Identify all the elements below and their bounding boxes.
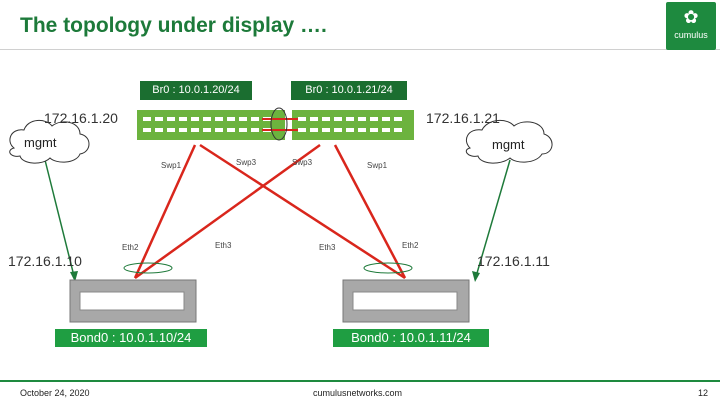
- left-swp3-label: Swp3: [236, 158, 257, 167]
- left-server-bond-ring: [123, 262, 173, 274]
- link-right-swp3-to-left-eth3: [134, 143, 321, 280]
- left-bridge-label: Br0 : 10.0.1.20/24: [140, 81, 252, 100]
- mgmt-cloud-right: [465, 120, 553, 164]
- footer-divider: [0, 380, 720, 382]
- right-server-bay: [352, 291, 458, 311]
- mgmt-right-label: mgmt: [492, 137, 525, 152]
- footer-site: cumulusnetworks.com: [313, 388, 403, 398]
- peer-link-bond-ring: [270, 107, 288, 141]
- footer-date: October 24, 2020: [20, 388, 90, 398]
- left-server-ip: 172.16.1.10: [8, 253, 82, 269]
- right-bridge-label: Br0 : 10.0.1.21/24: [291, 81, 407, 100]
- right-switch: [292, 110, 414, 140]
- left-switch: [137, 110, 285, 140]
- left-swp1-label: Swp1: [161, 161, 182, 170]
- mgmt-left-label: mgmt: [24, 135, 57, 150]
- right-server-bond-ring: [363, 262, 413, 274]
- right-bond-label: Bond0 : 10.0.1.11/24: [333, 329, 489, 347]
- right-server-ip: 172.16.1.11: [477, 253, 550, 269]
- right-eth3-label: Eth3: [319, 243, 336, 252]
- mgmt-cloud-left: [9, 120, 90, 164]
- mgmt-link-right-arrowhead: [472, 271, 480, 282]
- right-switch-ip: 172.16.1.21: [426, 110, 500, 126]
- left-bond-label: Bond0 : 10.0.1.10/24: [55, 329, 207, 347]
- right-switch-ports: [298, 117, 402, 132]
- footer-page-number: 12: [698, 388, 709, 398]
- mgmt-link-left: [44, 159, 76, 281]
- right-swp3-label: Swp3: [292, 158, 313, 167]
- link-left-swp1-to-left-eth2: [133, 144, 197, 279]
- title-divider: [0, 49, 720, 50]
- left-eth2-label: Eth2: [122, 243, 139, 252]
- right-eth2-label: Eth2: [402, 241, 419, 250]
- link-right-swp1-to-right-eth2: [333, 144, 407, 279]
- cumulus-logo-text: cumulus: [674, 30, 708, 40]
- left-eth3-label: Eth3: [215, 241, 232, 250]
- left-server-bay: [79, 291, 185, 311]
- right-swp1-label: Swp1: [367, 161, 388, 170]
- cumulus-logo-icon: ✿: [683, 7, 699, 27]
- mgmt-link-left-arrowhead: [70, 271, 78, 282]
- link-left-swp3-to-right-eth3: [199, 143, 406, 280]
- mgmt-link-right: [474, 159, 511, 281]
- left-switch-ip: 172.16.1.20: [44, 110, 118, 126]
- cumulus-logo: ✿ cumulus: [666, 2, 716, 50]
- slide-title: The topology under display ….: [20, 14, 327, 37]
